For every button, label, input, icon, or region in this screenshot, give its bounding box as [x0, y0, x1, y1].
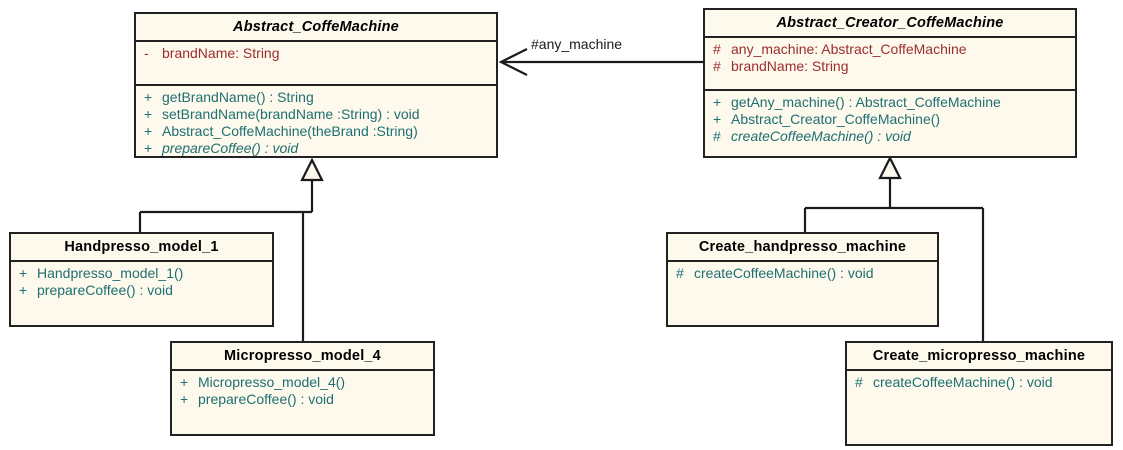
method-row: + setBrandName(brandName :String) : void [136, 106, 496, 123]
class-box-create-handpresso-machine[interactable]: Create_handpresso_machine # createCoffee… [666, 232, 939, 327]
visibility-marker: + [180, 391, 189, 407]
visibility-marker: # [713, 58, 721, 74]
method-label: Abstract_Creator_CoffeMachine() [731, 111, 941, 127]
method-row: + Micropresso_model_4() [172, 374, 433, 391]
visibility-marker: + [19, 282, 28, 298]
attributes-compartment-abstract-creator-coffe-machine: # any_machine: Abstract_CoffeMachine # b… [705, 36, 1075, 89]
class-title-handpresso-model-1: Handpresso_model_1 [64, 239, 219, 255]
method-row: # createCoffeeMachine() : void [668, 265, 937, 282]
methods-compartment-create-handpresso-machine: # createCoffeeMachine() : void [668, 260, 937, 325]
class-box-handpresso-model-1[interactable]: Handpresso_model_1 + Handpresso_model_1(… [9, 232, 274, 327]
visibility-marker: + [144, 123, 153, 139]
method-label: setBrandName(brandName :String) : void [162, 106, 420, 122]
method-row: + prepareCoffee() : void [136, 140, 496, 157]
method-label: Micropresso_model_4() [198, 374, 346, 390]
methods-compartment-abstract-creator-coffe-machine: + getAny_machine() : Abstract_CoffeMachi… [705, 89, 1075, 156]
method-label: createCoffeeMachine() : void [873, 374, 1053, 390]
methods-compartment-abstract-coffe-machine: + getBrandName() : String + setBrandName… [136, 84, 496, 161]
methods-compartment-micropresso-model-4: + Micropresso_model_4() + prepareCoffee(… [172, 369, 433, 434]
association-any-machine [498, 48, 703, 76]
method-row: # createCoffeeMachine() : void [847, 374, 1111, 391]
class-title-create-handpresso-machine: Create_handpresso_machine [698, 239, 907, 255]
method-label: getBrandName() : String [162, 89, 314, 105]
class-title-abstract-coffe-machine: Abstract_CoffeMachine [233, 19, 399, 35]
class-box-create-micropresso-machine[interactable]: Create_micropresso_machine # createCoffe… [845, 341, 1113, 446]
method-label: Abstract_CoffeMachine(theBrand :String) [162, 123, 418, 139]
class-box-micropresso-model-4[interactable]: Micropresso_model_4 + Micropresso_model_… [170, 341, 435, 436]
method-label: prepareCoffee() : void [37, 282, 173, 298]
method-row: + prepareCoffee() : void [11, 282, 272, 299]
attribute-row: # any_machine: Abstract_CoffeMachine [705, 41, 1075, 58]
visibility-marker: + [19, 265, 28, 281]
method-label: createCoffeeMachine() : void [731, 128, 911, 144]
method-row: + Abstract_CoffeMachine(theBrand :String… [136, 123, 496, 140]
visibility-marker: # [713, 128, 721, 144]
attribute-row: - brandName: String [136, 45, 496, 62]
visibility-marker: # [855, 374, 863, 390]
attribute-label: any_machine: Abstract_CoffeMachine [731, 41, 967, 57]
association-label-any-machine: #any_machine [531, 36, 623, 52]
class-box-abstract-creator-coffe-machine[interactable]: Abstract_Creator_CoffeMachine # any_mach… [703, 8, 1077, 158]
visibility-marker: + [144, 106, 153, 122]
class-title-micropresso-model-4: Micropresso_model_4 [224, 348, 381, 364]
method-label: getAny_machine() : Abstract_CoffeMachine [731, 94, 1001, 110]
method-row: # createCoffeeMachine() : void [705, 128, 1075, 145]
visibility-marker: + [144, 140, 153, 156]
class-title-abstract-creator-coffe-machine: Abstract_Creator_CoffeMachine [776, 15, 1004, 31]
visibility-marker: - [144, 45, 149, 61]
method-row: + getBrandName() : String [136, 89, 496, 106]
method-row: + Abstract_Creator_CoffeMachine() [705, 111, 1075, 128]
methods-compartment-create-micropresso-machine: # createCoffeeMachine() : void [847, 369, 1111, 444]
visibility-marker: + [713, 94, 722, 110]
method-row: + getAny_machine() : Abstract_CoffeMachi… [705, 94, 1075, 111]
visibility-marker: # [676, 265, 684, 281]
attribute-row: # brandName: String [705, 58, 1075, 75]
attributes-compartment-abstract-coffe-machine: - brandName: String [136, 40, 496, 84]
attribute-label: brandName: String [731, 58, 849, 74]
visibility-marker: + [713, 111, 722, 127]
attribute-label: brandName: String [162, 45, 280, 61]
visibility-marker: + [144, 89, 153, 105]
method-label: Handpresso_model_1() [37, 265, 184, 281]
method-label: createCoffeeMachine() : void [694, 265, 874, 281]
visibility-marker: + [180, 374, 189, 390]
class-box-abstract-coffe-machine[interactable]: Abstract_CoffeMachine - brandName: Strin… [134, 12, 498, 158]
method-row: + Handpresso_model_1() [11, 265, 272, 282]
visibility-marker: # [713, 41, 721, 57]
method-label: prepareCoffee() : void [162, 140, 299, 156]
method-label: prepareCoffee() : void [198, 391, 334, 407]
class-title-create-micropresso-machine: Create_micropresso_machine [872, 348, 1086, 364]
methods-compartment-handpresso-model-1: + Handpresso_model_1() + prepareCoffee()… [11, 260, 272, 325]
method-row: + prepareCoffee() : void [172, 391, 433, 408]
